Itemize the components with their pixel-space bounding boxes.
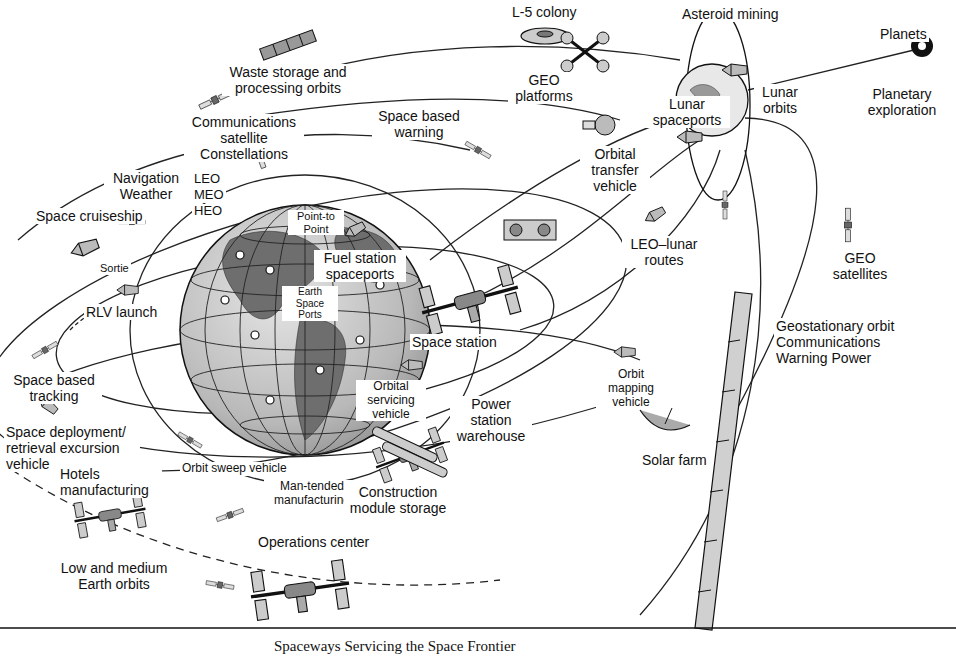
label: Communications satellite Constellations <box>184 114 304 162</box>
spaceport-dot <box>266 396 274 404</box>
label: Space based tracking <box>6 372 102 404</box>
label: GEO satellites <box>822 250 898 282</box>
waste-storage-icon <box>260 30 317 60</box>
label: Space based warning <box>372 108 466 140</box>
label: Navigation Weather <box>104 170 188 202</box>
orbit-path <box>130 175 480 485</box>
label: Planets <box>878 26 929 42</box>
label: Solar farm <box>640 452 709 468</box>
geo-satellite-icon <box>844 208 851 242</box>
lunar-satellite <box>722 191 728 219</box>
label: Construction module storage <box>344 484 452 516</box>
label: Asteroid mining <box>680 6 781 22</box>
geo-platform-icon <box>561 32 609 72</box>
l5-colony-icon <box>537 31 553 37</box>
label: GEO platforms <box>508 72 580 104</box>
orbit-mapping-vehicle-icon <box>614 347 635 357</box>
label: MEO <box>192 188 226 203</box>
spaceport-dot <box>251 331 259 339</box>
label: Earth Space Ports <box>282 286 338 321</box>
caption-rule <box>0 627 956 629</box>
point-to-point-icon <box>343 220 367 240</box>
label: Low and medium Earth orbits <box>54 560 174 592</box>
label: Lunar orbits <box>754 84 806 116</box>
label: LEO <box>192 172 222 187</box>
caption: Spaceways Servicing the Space Frontier <box>272 638 518 655</box>
label: Orbital transfer vehicle <box>580 146 650 194</box>
construction-module-icon <box>371 426 448 479</box>
label: Orbital servicing vehicle <box>356 380 426 421</box>
label: Power station warehouse <box>450 396 532 444</box>
label: Geostationary orbit Communications Warni… <box>774 318 928 366</box>
hotel-station-icon <box>71 491 148 538</box>
space-station-icon <box>416 264 524 336</box>
lunar-route-craft <box>643 205 667 225</box>
orbital-servicing-vehicle-icon <box>401 360 422 370</box>
sortie-icon <box>117 285 138 295</box>
label: L-5 colony <box>510 4 579 20</box>
fuel-station-icon <box>504 220 556 240</box>
spaceport-dot <box>356 336 364 344</box>
label: HEO <box>192 204 224 219</box>
label: Point-to Point <box>288 210 344 235</box>
orbit-path <box>300 46 680 75</box>
spaceport-dot <box>236 251 244 259</box>
label: Space cruiseship <box>34 208 145 224</box>
orbital-transfer-vehicle-icon <box>583 115 615 135</box>
lunar-spaceport-craft <box>677 131 702 143</box>
meridian <box>275 205 335 455</box>
meridian <box>240 205 370 455</box>
spaceport-dot <box>316 366 324 374</box>
operations-center-icon <box>248 559 353 621</box>
orbit-sweep-vehicle-icon <box>177 431 202 449</box>
label: Orbit mapping vehicle <box>596 368 666 409</box>
satellite-icon <box>216 507 244 522</box>
planet <box>918 42 926 50</box>
continent <box>295 319 346 440</box>
spaceport-dot <box>376 281 384 289</box>
label: Lunar spaceports <box>644 96 730 128</box>
spaceport-dot <box>221 296 229 304</box>
label: Orbit sweep vehicle <box>180 462 289 476</box>
orbit-path <box>0 134 654 527</box>
satellite-icon <box>206 580 235 591</box>
label: Space station <box>410 334 499 350</box>
label: Planetary exploration <box>856 86 948 118</box>
label: Sortie <box>98 262 131 275</box>
label: LEO–lunar routes <box>622 236 706 268</box>
parallel <box>240 416 370 434</box>
earth-globe <box>180 205 430 455</box>
label: Hotels manufacturing <box>58 466 162 498</box>
spaceport-dot <box>266 266 274 274</box>
manufacturing-station-icon <box>370 426 450 484</box>
label: Operations center <box>256 534 371 550</box>
dish-antenna-icon <box>640 408 690 430</box>
lunar-lander <box>722 64 747 76</box>
tracking-satellite-icon <box>31 340 58 359</box>
label: RLV launch <box>84 304 159 320</box>
warning-satellite-icon <box>464 140 491 159</box>
label: Waste storage and processing orbits <box>222 64 354 96</box>
cruiseship-icon <box>69 237 100 259</box>
meridian <box>305 205 306 455</box>
label: Fuel station spaceports <box>314 250 406 282</box>
